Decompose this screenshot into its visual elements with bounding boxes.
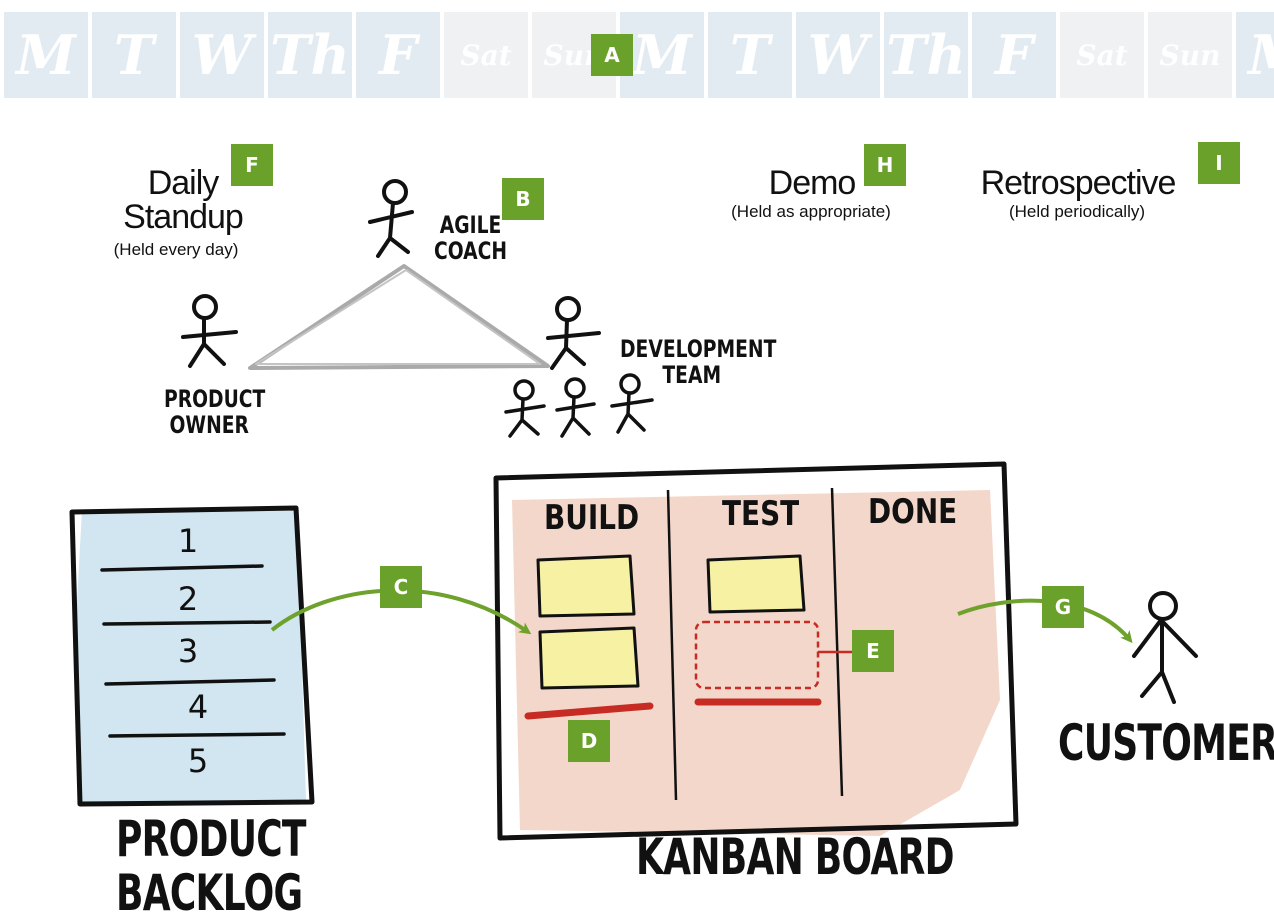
product-owner-label-line2: OWNER [169, 411, 249, 439]
product-backlog-sheet [69, 505, 315, 807]
backlog-item: 2 [177, 580, 199, 618]
kanban-column-test: TEST [722, 494, 800, 534]
agile-coach-figure [368, 179, 414, 258]
team-member-figure [504, 379, 546, 438]
agile-coach-label-line1: AGILE [439, 211, 502, 239]
agile-coach-label-line2: COACH [434, 237, 508, 265]
calendar-day-t: T [708, 12, 792, 98]
standup-title-line1: Daily [147, 164, 220, 202]
team-triangle [248, 264, 550, 370]
retrospective-note: (Held periodically) [1008, 202, 1146, 221]
badge-c: C [380, 566, 422, 608]
product-backlog-label-line1: PRODUCT [116, 810, 306, 868]
kanban-board [493, 461, 1019, 841]
sticky-note [536, 554, 636, 618]
customer-label: CUSTOMER [1058, 714, 1274, 772]
standup-title: Daily Standup [100, 166, 266, 234]
calendar-day-th: Th [884, 12, 968, 98]
development-team-label-line2: TEAM [662, 361, 722, 389]
demo-note: (Held as appropriate) [731, 202, 891, 221]
badge-i: I [1198, 142, 1240, 184]
standup-note: (Held every day) [113, 240, 239, 259]
calendar-day-sat: Sat [444, 12, 528, 98]
wip-limit-bar [524, 702, 654, 720]
calendar-day-m: M [620, 12, 704, 98]
product-backlog-label-line2: BACKLOG [116, 864, 303, 922]
badge-a: A [591, 34, 633, 76]
badge-g: G [1042, 586, 1084, 628]
calendar-strip: MTWThFSatSunMTWThFSatSunM [0, 12, 1274, 98]
retrospective-title: Retrospective [980, 164, 1177, 202]
badge-d: D [568, 720, 610, 762]
product-owner-figure [181, 294, 238, 368]
sticky-note [706, 554, 806, 614]
kanban-board-label: KANBAN BOARD [636, 828, 954, 886]
team-member-figure [610, 373, 654, 434]
backlog-item: 5 [187, 742, 209, 780]
badge-f: F [231, 144, 273, 186]
development-team-label: DEVELOPMENT TEAM [620, 335, 777, 389]
calendar-day-f: F [972, 12, 1056, 98]
backlog-item: 1 [177, 522, 199, 560]
product-backlog-label: PRODUCT BACKLOG [116, 810, 306, 922]
calendar-day-sat: Sat [1060, 12, 1144, 98]
badge-h: H [864, 144, 906, 186]
backlog-item: 3 [177, 632, 199, 670]
demo-title: Demo [768, 164, 857, 202]
customer-figure [1132, 591, 1198, 704]
standup-title-line2: Standup [123, 198, 244, 236]
kanban-column-build: BUILD [544, 498, 640, 538]
calendar-day-sun: Sun [1148, 12, 1232, 98]
calendar-day-m: M [4, 12, 88, 98]
calendar-day-w: W [180, 12, 264, 98]
badge-e: E [852, 630, 894, 672]
calendar-day-th: Th [268, 12, 352, 98]
development-team-label-line1: DEVELOPMENT [620, 335, 777, 363]
calendar-day-w: W [796, 12, 880, 98]
calendar-day-t: T [92, 12, 176, 98]
team-member-figure [555, 377, 596, 438]
product-owner-label: PRODUCT OWNER [164, 385, 266, 439]
agile-coach-label: AGILE COACH [434, 212, 507, 264]
backlog-item: 4 [187, 688, 209, 726]
badge-b: B [502, 178, 544, 220]
calendar-day-f: F [356, 12, 440, 98]
kanban-column-done: DONE [868, 492, 958, 532]
development-team-figure [546, 296, 601, 370]
product-owner-label-line1: PRODUCT [164, 385, 266, 413]
sticky-note [538, 626, 640, 690]
calendar-day-m: M [1236, 12, 1274, 98]
empty-wip-slot [694, 620, 820, 690]
